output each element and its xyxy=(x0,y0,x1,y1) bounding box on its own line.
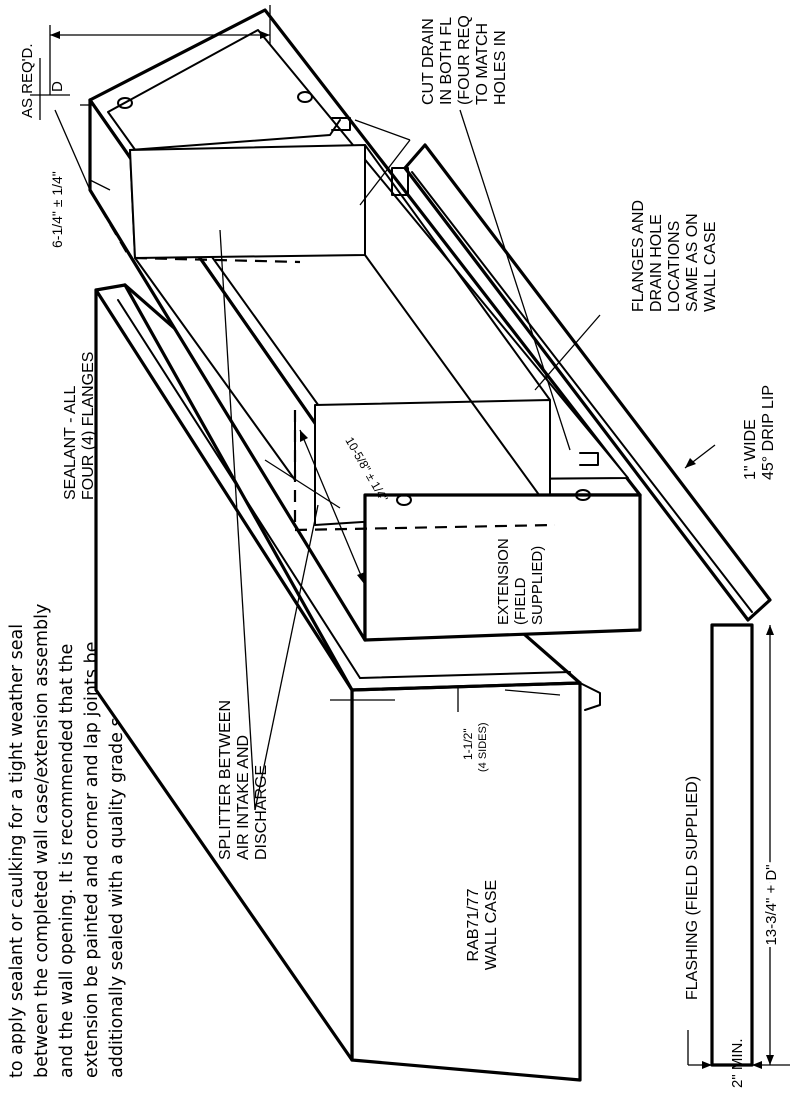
label-splitter: SPLITTER BETWEEN AIR INTAKE AND DISCHARG… xyxy=(217,700,270,860)
installation-note: to apply sealant or caulking for a tight… xyxy=(7,604,127,1078)
label-flanges-line-4: SAME AS ON xyxy=(684,213,701,312)
label-drip-lip-line-1: 1" WIDE xyxy=(742,419,759,480)
label-extension-line-3: SUPPLIED) xyxy=(529,546,546,625)
label-drip-lip-line-2: 45° DRIP LIP xyxy=(760,385,777,480)
label-dim-13-text: 13-3/4" + D" xyxy=(763,864,780,945)
label-flanges-line-5: WALL CASE xyxy=(702,222,719,312)
label-sealant-line-2: FOUR (4) FLANGES xyxy=(80,352,97,500)
label-as-reqd: AS REQ'D. xyxy=(19,43,36,118)
label-sealant-line-1: SEALANT - ALL xyxy=(62,385,79,500)
label-drip-lip: 1" WIDE 45° DRIP LIP xyxy=(742,385,777,480)
label-sealant: SEALANT - ALL FOUR (4) FLANGES xyxy=(62,352,97,500)
note-line-2: between the completed wall case/extensio… xyxy=(32,604,52,1078)
label-flanges-drain: FLANGES AND DRAIN HOLE LOCATIONS SAME AS… xyxy=(630,200,719,312)
label-cut-drain-line-2: IN BOTH FL xyxy=(438,17,455,105)
label-wall-case-line-1: RAB71/77 xyxy=(465,888,482,961)
note-line-4: extension be painted and corner and lap … xyxy=(82,642,102,1078)
label-splitter-line-2: AIR INTAKE AND xyxy=(235,735,252,860)
label-flanges-line-1: FLANGES AND xyxy=(630,200,647,312)
label-flanges-line-3: LOCATIONS xyxy=(666,221,683,312)
label-as-reqd-text: AS REQ'D. xyxy=(19,43,36,118)
label-cut-drain-line-3: (FOUR REQ xyxy=(456,15,473,105)
label-d: D xyxy=(49,81,66,92)
label-dim-6-text: 6-1/4" ± 1/4" xyxy=(49,171,65,248)
label-cut-drain: CUT DRAIN IN BOTH FL (FOUR REQ TO MATCH … xyxy=(420,15,509,105)
label-extension-line-2: (FIELD xyxy=(512,577,529,625)
label-2in-min: 2" MIN. xyxy=(729,1039,746,1089)
label-wall-case-line-2: WALL CASE xyxy=(483,880,500,970)
note-line-1: to apply sealant or caulking for a tight… xyxy=(7,624,27,1078)
label-splitter-line-3: DISCHARGE xyxy=(253,765,270,860)
label-d-text: D xyxy=(49,81,66,92)
label-dim-6: 6-1/4" ± 1/4" xyxy=(49,171,65,248)
dimension-lines xyxy=(30,5,790,1069)
label-extension: EXTENSION (FIELD SUPPLIED) xyxy=(495,538,546,625)
flashing-drawing xyxy=(710,623,754,1067)
label-splitter-line-1: SPLITTER BETWEEN xyxy=(217,700,234,860)
label-flanges-line-2: DRAIN HOLE xyxy=(648,214,665,312)
label-wall-case: RAB71/77 WALL CASE xyxy=(465,880,500,970)
label-4-sides-text: (4 SIDES) xyxy=(477,722,489,772)
label-extension-line-1: EXTENSION xyxy=(495,538,512,625)
label-dim-1half-text: 1-1/2" xyxy=(461,728,475,760)
label-dim-1half: 1-1/2" (4 SIDES) xyxy=(461,722,489,772)
label-flashing: FLASHING (FIELD SUPPLIED) xyxy=(684,776,701,1000)
extension-drawing xyxy=(88,8,642,642)
label-dim-13: 13-3/4" + D" xyxy=(760,861,783,948)
label-flashing-text: FLASHING (FIELD SUPPLIED) xyxy=(684,776,701,1000)
note-line-5: additionally sealed with a quality grade… xyxy=(107,657,127,1078)
label-cut-drain-line-1: CUT DRAIN xyxy=(420,18,437,105)
wall-case-drawing xyxy=(94,283,601,1082)
label-cut-drain-line-4: TO MATCH xyxy=(474,23,491,105)
label-2in-min-text: 2" MIN. xyxy=(729,1039,746,1089)
label-cut-drain-line-5: HOLES IN xyxy=(492,30,509,105)
drip-lip-drawing xyxy=(391,143,772,622)
note-line-3: and the wall opening. It is recommended … xyxy=(57,644,77,1078)
